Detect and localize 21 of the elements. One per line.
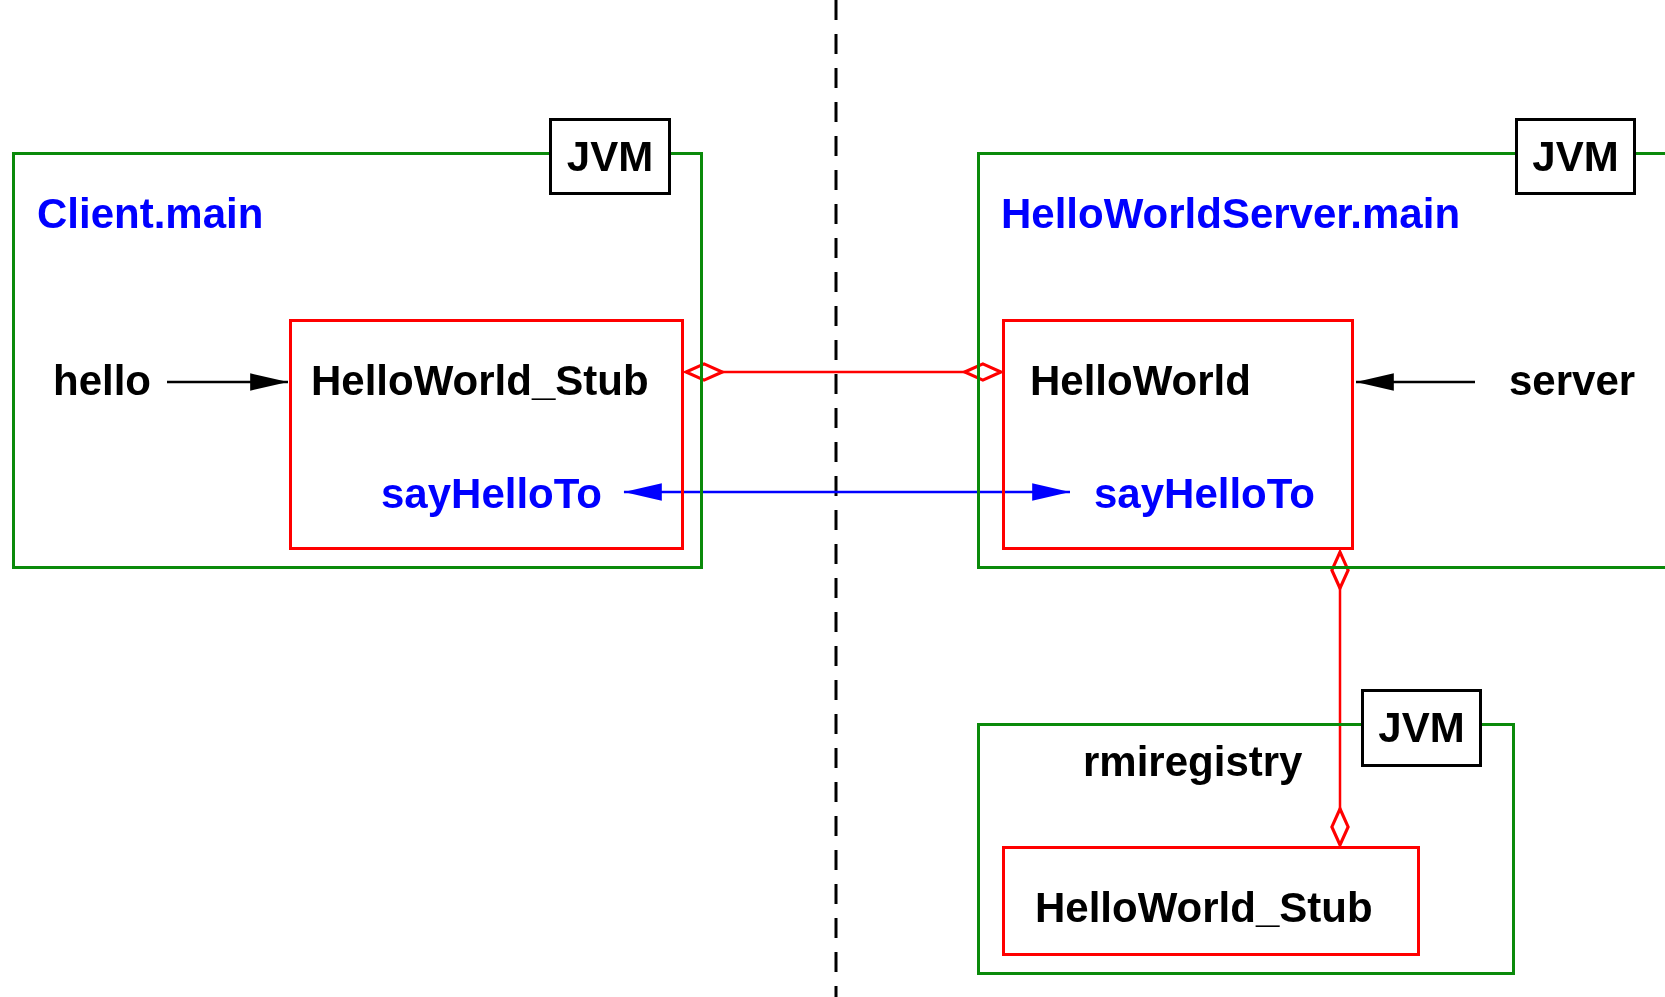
object-box (1002, 846, 1420, 956)
jvm-tag: JVM (1515, 118, 1636, 195)
process-name: Client.main (37, 193, 264, 235)
object-box (289, 319, 684, 550)
method-name: sayHelloTo (381, 473, 602, 515)
method-name: sayHelloTo (1094, 473, 1315, 515)
process-name: rmiregistry (1083, 741, 1303, 783)
arrow (1356, 373, 1475, 391)
association-line (1330, 550, 1350, 847)
jvm-tag: JVM (1361, 689, 1482, 767)
arrow (167, 373, 288, 391)
object-name: HelloWorld (1030, 360, 1251, 402)
variable-name: server (1509, 360, 1636, 402)
process-name: HelloWorldServer.main (1001, 193, 1461, 235)
object-name: HelloWorld_Stub (311, 360, 649, 402)
object-box (1002, 319, 1354, 550)
arrow (623, 483, 1070, 501)
object-name: HelloWorld_Stub (1035, 887, 1373, 929)
association-line (684, 362, 1003, 382)
variable-name: hello (53, 360, 151, 402)
jvm-tag: JVM (549, 118, 671, 195)
